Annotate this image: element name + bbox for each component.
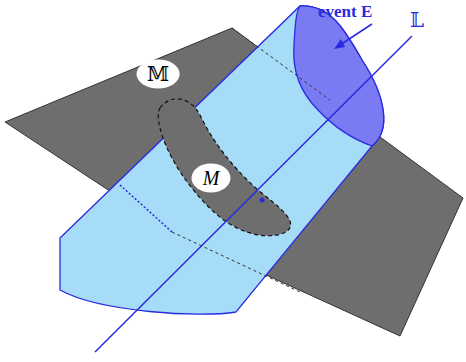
ellipse-fill xyxy=(136,60,179,89)
hidden-edge xyxy=(120,185,172,232)
axis-line xyxy=(95,36,412,352)
cylinder xyxy=(60,6,384,314)
intersection-dot xyxy=(260,198,265,203)
label-ellipse: M xyxy=(191,163,231,193)
leader-line xyxy=(340,24,372,45)
ellipse-fill xyxy=(192,164,231,193)
region-m xyxy=(158,99,290,236)
hidden-edge xyxy=(232,28,330,100)
node-label: 𝕄 xyxy=(147,64,169,84)
label-ellipse: 𝕄 xyxy=(136,59,180,89)
line-label: 𝕃 xyxy=(410,10,424,30)
event-region xyxy=(294,6,384,146)
leader-arrowhead xyxy=(334,39,345,49)
node-label: M xyxy=(203,168,220,188)
event-label: event E xyxy=(318,3,372,20)
hidden-edge xyxy=(172,232,300,292)
